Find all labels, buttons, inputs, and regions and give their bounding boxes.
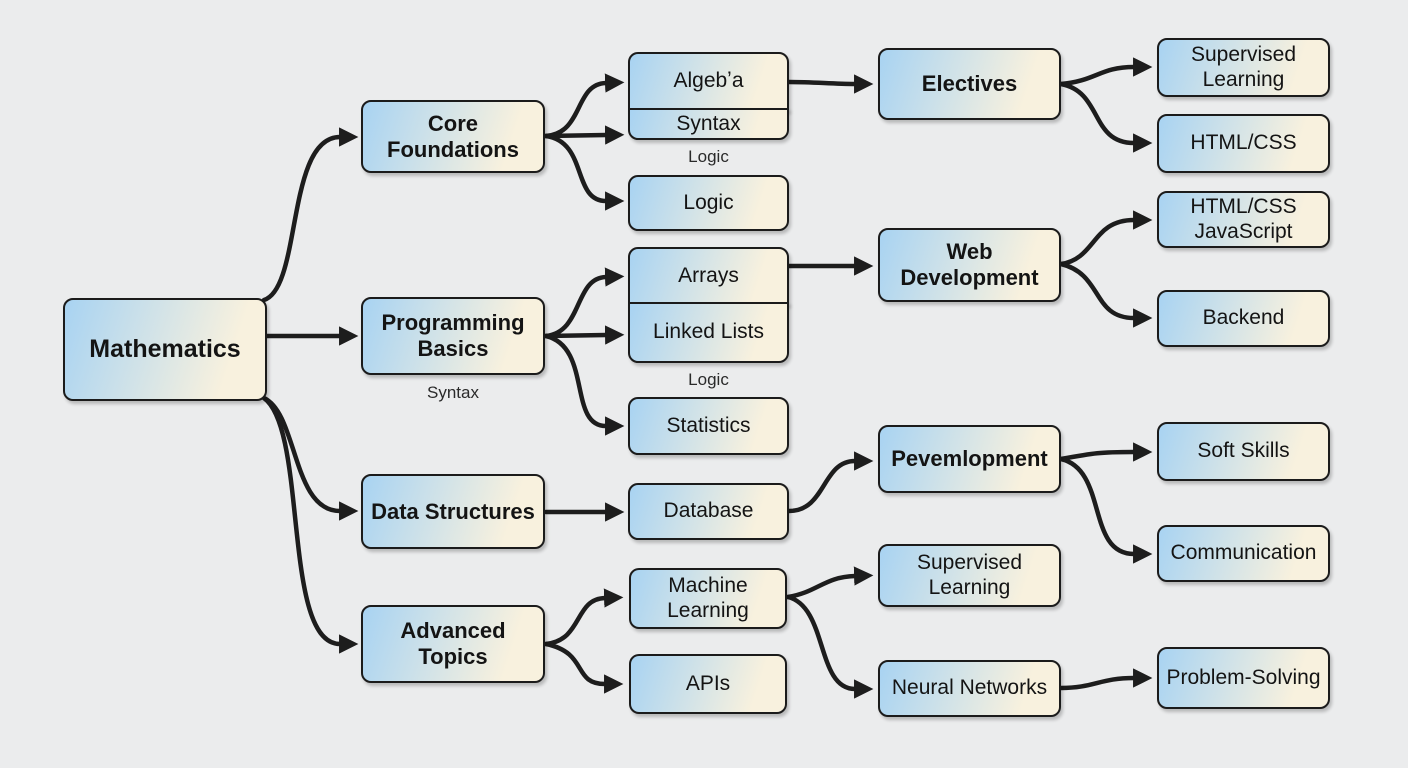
node-problem-solving: Problem-Solving: [1157, 647, 1330, 709]
edge-machine-learning-to-supervised-learning-ml: [785, 566, 874, 600]
edge-programming-basics-to-statistics: [543, 333, 625, 436]
node-data-structures: Data Structures: [361, 474, 545, 549]
node-electives: Electives: [878, 48, 1061, 120]
edge-database-to-pevemlopment: [786, 451, 874, 514]
node-database: Database: [628, 483, 789, 540]
edge-programming-basics-to-linked-lists: [543, 325, 625, 345]
node-arrays: Arrays: [628, 247, 789, 305]
floating-label-logic-under-syntax: Logic: [688, 147, 729, 166]
edge-web-development-to-html-css-javascript: [1058, 210, 1153, 267]
floating-label-syntax-under-programming-basics: Syntax: [427, 383, 479, 402]
node-neural-networks: Neural Networks: [878, 660, 1061, 717]
node-linked-lists: Linked Lists: [628, 302, 789, 363]
edge-core-foundations-to-syntax: [543, 125, 625, 145]
node-communication: Communication: [1157, 525, 1330, 582]
node-pevemlopment: Pevemlopment: [878, 425, 1061, 493]
edge-mathematics-to-advanced-topics: [261, 395, 359, 654]
node-core-foundations: Core Foundations: [361, 100, 545, 173]
node-html-css-javascript: HTML/CSS JavaScript: [1157, 191, 1330, 248]
node-soft-skills: Soft Skills: [1157, 422, 1330, 481]
edge-algebra-to-electives: [786, 74, 874, 94]
edge-core-foundations-to-algebra: [543, 73, 625, 139]
node-logic: Logic: [628, 175, 789, 231]
edge-web-development-to-backend: [1058, 261, 1153, 328]
floating-label-logic-under-linked-lists: Logic: [688, 370, 729, 389]
edge-electives-to-html-css: [1058, 81, 1153, 153]
node-mathematics: Mathematics: [63, 298, 267, 401]
edge-pevemlopment-to-soft-skills: [1058, 442, 1153, 462]
node-backend: Backend: [1157, 290, 1330, 347]
edge-advanced-topics-to-apis: [543, 641, 624, 694]
edge-neural-networks-to-problem-solving: [1058, 668, 1153, 691]
edge-programming-basics-to-arrays: [543, 267, 625, 339]
node-syntax: Syntax: [628, 108, 789, 140]
edge-pevemlopment-to-communication: [1058, 456, 1153, 564]
node-machine-learning: Machine Learning: [629, 568, 787, 629]
edge-electives-to-supervised-learning-top: [1058, 57, 1153, 87]
node-algebra: Algebʼa: [628, 52, 789, 111]
node-supervised-learning-ml: Supervised Learning: [878, 544, 1061, 607]
edge-mathematics-to-core-foundations: [261, 127, 359, 303]
node-web-development: Web Development: [878, 228, 1061, 302]
edge-advanced-topics-to-machine-learning: [543, 588, 624, 647]
node-programming-basics: Programming Basics: [361, 297, 545, 375]
node-supervised-learning-top: Supervised Learning: [1157, 38, 1330, 97]
node-html-css: HTML/CSS: [1157, 114, 1330, 173]
node-advanced-topics: Advanced Topics: [361, 605, 545, 683]
edge-core-foundations-to-logic: [543, 133, 625, 211]
edge-machine-learning-to-neural-networks: [785, 594, 874, 699]
node-apis: APIs: [629, 654, 787, 714]
node-statistics: Statistics: [628, 397, 789, 455]
